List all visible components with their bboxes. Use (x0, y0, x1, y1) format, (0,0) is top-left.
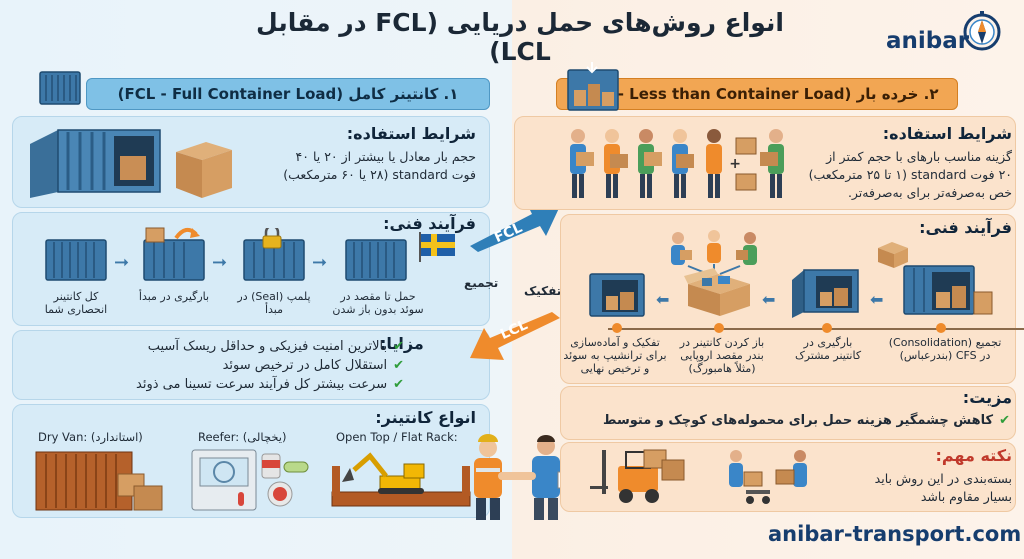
lcl-note-line1: بسته‌بندی در این روش باید (874, 471, 1012, 486)
lcl-conditions-line3: خص به‌صرفه‌تر برای به‌صرفه‌تر. (847, 185, 1012, 200)
fcl-step3-seal-icon (242, 228, 306, 282)
fcl-step4-container-icon (344, 236, 408, 282)
website-url: anibar-transport.com (768, 522, 1022, 546)
lcl-note-title: نکته مهم: (935, 446, 1012, 465)
type-dry-van-label: Dry Van: (استاندارد) (38, 430, 143, 444)
arrow-right-icon: ➞ (312, 252, 328, 273)
fcl-advantage-3: ✔سرعت بیشتر کل فرآیند سرعت تسینا می ذوئد (136, 377, 404, 392)
fcl-header: ۱. کانتینر کامل (FCL - Full Container Lo… (86, 78, 490, 110)
fcl-step2-loading-icon (142, 226, 206, 282)
reefer-container-icon (190, 446, 312, 512)
handshake-workers-illustration (462, 432, 572, 522)
timeline-dot (822, 323, 832, 333)
lcl-conditions-line2: ۲۰ فوت standard (۱ تا ۲۵ مترمکعب) (808, 167, 1012, 182)
fcl-conditions-line2: فوت standard (۲۸ یا ۶۰ مترمکعب) (283, 167, 476, 182)
arrow-left-icon: ⬅ (870, 290, 884, 309)
lcl-process-title: فرآیند فنی: (919, 218, 1012, 237)
fcl-process-title: فرآیند فنی: (383, 214, 476, 233)
fcl-advantage-2: ✔استقلال کامل در ترخیص سوئد (222, 358, 404, 373)
consolidate-label: تجمیع (464, 276, 499, 290)
arrow-right-icon: ➞ (114, 252, 130, 273)
type-reefer-label: Reefer: (یخچالی) (198, 430, 287, 444)
fcl-step1-container-icon (44, 238, 108, 282)
lcl-boxes-icon (876, 240, 910, 270)
fcl-types-title: انواع کانتینر: (375, 408, 476, 427)
flat-rack-excavator-icon (330, 446, 472, 512)
fcl-advantage-1: ✔بالاترین امنیت فیزیکی و حداقل ریسک آسیب (147, 339, 404, 354)
timeline-dot (936, 323, 946, 333)
check-icon: ✔ (393, 358, 404, 373)
arrow-left-icon: ⬅ (762, 290, 776, 309)
arrow-right-icon: ➞ (212, 252, 228, 273)
check-icon: ✔ (393, 377, 404, 392)
lcl-step4-open-container-icon (588, 270, 646, 320)
sweden-flag-icon (418, 232, 458, 262)
lcl-step3-open-box-icon (684, 268, 754, 318)
fcl-conditions-title: شرایط استفاده: (346, 124, 476, 143)
fcl-container-icon (36, 64, 84, 112)
lcl-advantage-title: مزیت: (962, 388, 1012, 407)
lcl-advantage-panel (560, 386, 1016, 440)
fcl-step2-caption: بارگیری در مبدأ (138, 290, 210, 303)
lcl-header: ۲. خرده بار (LCL - Less than Container L… (556, 78, 958, 110)
fcl-direction-arrow (470, 196, 560, 252)
lcl-advantage-text: ✔کاهش چشمگیر هزینه حمل برای محموله‌های ک… (603, 413, 1010, 428)
dry-van-container-icon (34, 446, 166, 512)
check-icon: ✔ (999, 413, 1010, 428)
lcl-step1-caption: تجمیع (Consolidation)در CFS (بندرعباس) (888, 336, 1002, 362)
compass-logo-icon (960, 10, 1004, 54)
lcl-container-icon (566, 62, 620, 112)
timeline-line (608, 328, 1024, 330)
open-container-illustration (28, 122, 238, 204)
lcl-step1-cfs-container-icon (902, 262, 994, 318)
arrow-left-icon: ⬅ (656, 290, 670, 309)
check-icon: ✔ (393, 339, 404, 354)
fcl-advantages-title: مزایا: (380, 334, 424, 353)
lcl-conditions-panel (514, 116, 1016, 210)
forklift-workers-illustration (588, 446, 828, 508)
lcl-direction-arrow (470, 312, 560, 368)
svg-text:+: + (729, 156, 741, 172)
lcl-note-line2: بسیار مقاوم باشد (920, 489, 1012, 504)
lcl-step2-container-icon (790, 266, 860, 320)
fcl-conditions-line1: حجم بار معادل یا بیشتر از ۲۰ یا ۴۰ (295, 149, 476, 164)
timeline-dot (714, 323, 724, 333)
fcl-advantages-panel (12, 330, 490, 400)
page-title: انواع روش‌های حمل دریایی (FCL در مقابل L… (256, 8, 784, 66)
separate-label: تفکیک (524, 284, 562, 298)
lcl-conditions-title: شرایط استفاده: (882, 124, 1012, 143)
type-open-top-label: Open Top / Flat Rack: (336, 430, 458, 444)
people-with-boxes-illustration: + (564, 124, 800, 204)
timeline-dot (612, 323, 622, 333)
lcl-conditions-line1: گزینه مناسب بارهای با حجم کمتر از (826, 149, 1012, 164)
brand-logo: anibar (886, 28, 970, 54)
